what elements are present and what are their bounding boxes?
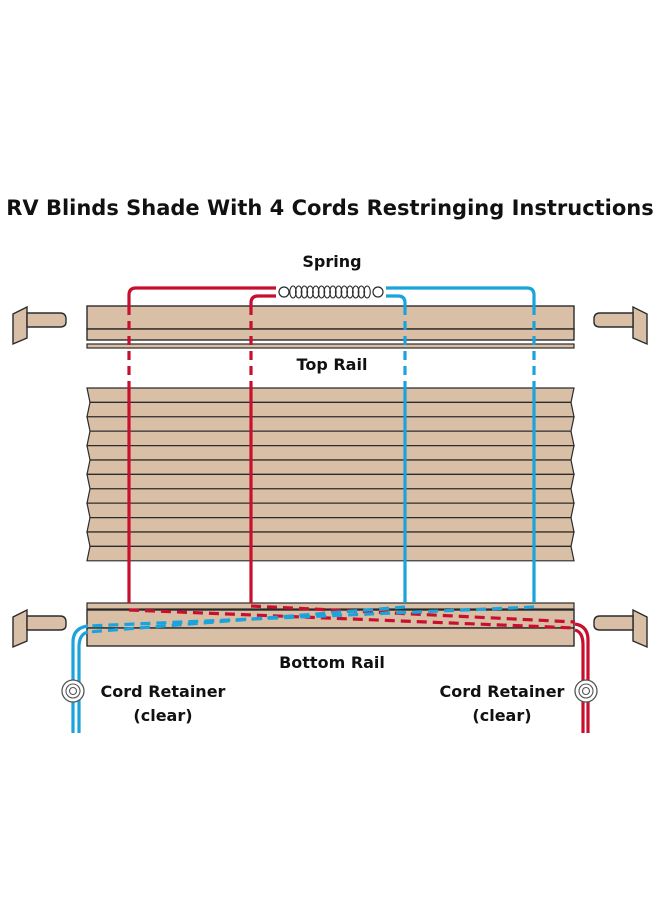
- spring-coil: [357, 285, 366, 299]
- spring-coil: [317, 285, 326, 299]
- bottom-rail-label: Bottom Rail: [279, 653, 385, 672]
- spring-coil: [289, 285, 297, 299]
- retainer-left-label: Cord Retainer: [100, 682, 226, 701]
- mounting-bracket-icon: [12, 305, 67, 346]
- retainer-right-sublabel: (clear): [472, 706, 532, 725]
- spring-coil: [346, 285, 354, 299]
- fabric-pleat: [86, 401, 575, 418]
- mounting-bracket-icon: [593, 608, 648, 649]
- spring-label: Spring: [302, 252, 362, 271]
- blue-cord: [71, 286, 536, 733]
- spring-coil: [294, 285, 303, 299]
- spring-coil: [312, 285, 320, 299]
- fabric-pleat: [86, 459, 575, 475]
- fabric-pleat: [86, 545, 575, 562]
- pleated-fabric: [86, 387, 575, 562]
- mounting-bracket-icon: [593, 305, 648, 346]
- spring-coil: [363, 285, 371, 299]
- mounting-bracket-icon: [12, 608, 67, 649]
- fabric-pleat: [86, 430, 575, 447]
- top-rail-label: Top Rail: [296, 355, 368, 374]
- spring-coil: [300, 285, 309, 299]
- red-cord: [127, 286, 590, 733]
- spring-coil: [340, 285, 349, 299]
- spring-coil: [334, 285, 343, 299]
- fabric-pleat: [86, 502, 575, 519]
- coil-spring-icon: [278, 285, 384, 299]
- spring-coil: [323, 285, 331, 299]
- diagram-title: RV Blinds Shade With 4 Cords Restringing…: [6, 196, 654, 220]
- retainer-left-sublabel: (clear): [133, 706, 193, 725]
- top-rail: [86, 305, 575, 349]
- fabric-pleat: [86, 488, 575, 504]
- fabric-pleat: [86, 473, 575, 490]
- fabric-pleat: [86, 517, 575, 533]
- spring-coil: [351, 285, 360, 299]
- fabric-pleat: [86, 531, 575, 547]
- cord-retainer-icon: [574, 679, 598, 703]
- fabric-pleat: [86, 445, 575, 461]
- fabric-pleat: [86, 416, 575, 432]
- spring-coil: [306, 285, 314, 299]
- cord-retainer-icon: [61, 679, 85, 703]
- retainer-right-label: Cord Retainer: [439, 682, 565, 701]
- spring-coil: [329, 285, 337, 299]
- fabric-pleat: [86, 387, 575, 403]
